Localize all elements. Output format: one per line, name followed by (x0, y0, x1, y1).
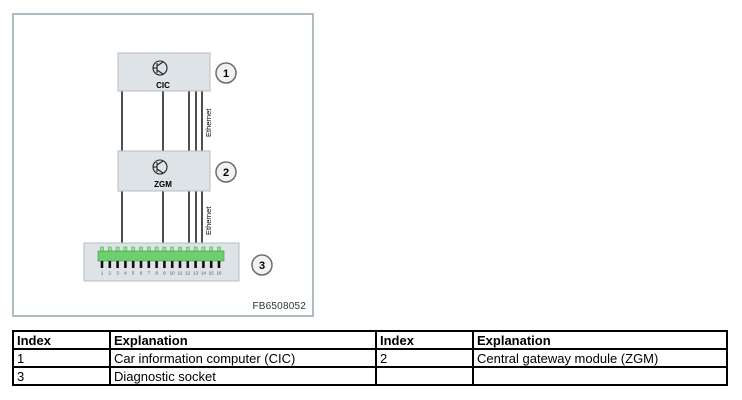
socket-pin-number: 13 (193, 271, 199, 276)
socket-pin-number: 1 (101, 271, 104, 276)
socket-pin (131, 261, 135, 268)
socket-pin (217, 261, 221, 268)
header-explanation: Explanation (472, 330, 728, 350)
index-cell: 1 (12, 348, 111, 368)
socket-pin-tip (154, 246, 159, 252)
socket-pin-tip (139, 246, 143, 252)
callout-1: 1 (215, 62, 237, 84)
explanation-cell: Car information computer (CIC) (109, 348, 377, 368)
socket-pin-tip (115, 246, 120, 252)
table-row: 3 Diagnostic socket (12, 366, 728, 386)
socket-pin-number: 4 (124, 271, 127, 276)
socket-pin-tip (123, 246, 128, 252)
socket-pin-tip (100, 246, 104, 252)
index-cell (375, 366, 474, 386)
module-label: CIC (156, 81, 170, 90)
socket-pin-tip (162, 246, 167, 252)
socket-pin-tip (209, 246, 214, 252)
socket-pin (116, 261, 119, 268)
socket-pin-tip (193, 246, 198, 252)
explanation-cell: Diagnostic socket (109, 366, 377, 386)
header-index: Index (12, 330, 111, 350)
socket-pin (147, 261, 151, 268)
header-explanation: Explanation (109, 330, 377, 350)
callout-2: 2 (215, 161, 237, 183)
transistor-icon (152, 159, 168, 175)
socket-pin (163, 261, 166, 268)
socket-pin-tip (217, 246, 221, 252)
module-label: ZGM (154, 180, 172, 189)
index-cell: 2 (375, 348, 474, 368)
socket-pin-number: 8 (155, 271, 158, 276)
header-index: Index (375, 330, 474, 350)
socket-pin-number: 9 (163, 271, 166, 276)
socket-pin-tip (178, 246, 182, 252)
socket-pin-number: 10 (170, 271, 176, 276)
socket-pin-tip (131, 246, 135, 252)
socket-pin-number: 11 (178, 271, 183, 276)
explanation-cell: Central gateway module (ZGM) (472, 348, 728, 368)
transistor-icon (152, 60, 168, 76)
module-cic: CIC (117, 52, 211, 92)
legend-header-row: Index Explanation Index Explanation (12, 330, 728, 350)
figure-id: FB6508052 (252, 301, 306, 312)
socket-pin (186, 261, 190, 268)
socket-pin (170, 261, 174, 268)
socket-pin-tip (185, 246, 190, 252)
socket-pin-number: 15 (209, 271, 215, 276)
socket-pin (139, 261, 143, 268)
callout-number: 1 (223, 68, 229, 80)
ethernet-label: Ethernet (204, 108, 213, 137)
socket-pin (100, 261, 104, 268)
callout-3: 3 (251, 254, 273, 276)
socket-pin-tip (107, 246, 112, 252)
callout-number: 3 (259, 260, 265, 272)
socket-pin (155, 261, 158, 268)
table-row: 1 Car information computer (CIC) 2 Centr… (12, 348, 728, 368)
socket-pin-number: 5 (132, 271, 135, 276)
socket-pin (178, 261, 182, 268)
socket-pin-number: 12 (185, 271, 191, 276)
callout-number: 2 (223, 167, 229, 179)
socket-pin (124, 261, 127, 268)
module-zgm: ZGM (117, 150, 211, 192)
socket-pin-number: 2 (109, 271, 112, 276)
socket-pin-number: 16 (216, 271, 222, 276)
socket-pin (202, 261, 205, 268)
socket-pin (209, 261, 213, 268)
ethernet-label: Ethernet (204, 206, 213, 235)
legend-table: Index Explanation Index Explanation 1 Ca… (12, 330, 728, 386)
wires (121, 91, 203, 248)
socket-pin-tip (201, 246, 206, 252)
socket-pin-number: 3 (116, 271, 119, 276)
socket-pin (108, 261, 112, 268)
socket-pin-number: 6 (140, 271, 143, 276)
index-cell: 3 (12, 366, 111, 386)
socket-pin-tip (146, 246, 151, 252)
socket-pin-number: 7 (148, 271, 151, 276)
explanation-cell (472, 366, 728, 386)
socket-pin (194, 261, 197, 268)
socket-pin-number: 14 (201, 271, 207, 276)
socket-pin-tip (170, 246, 175, 252)
